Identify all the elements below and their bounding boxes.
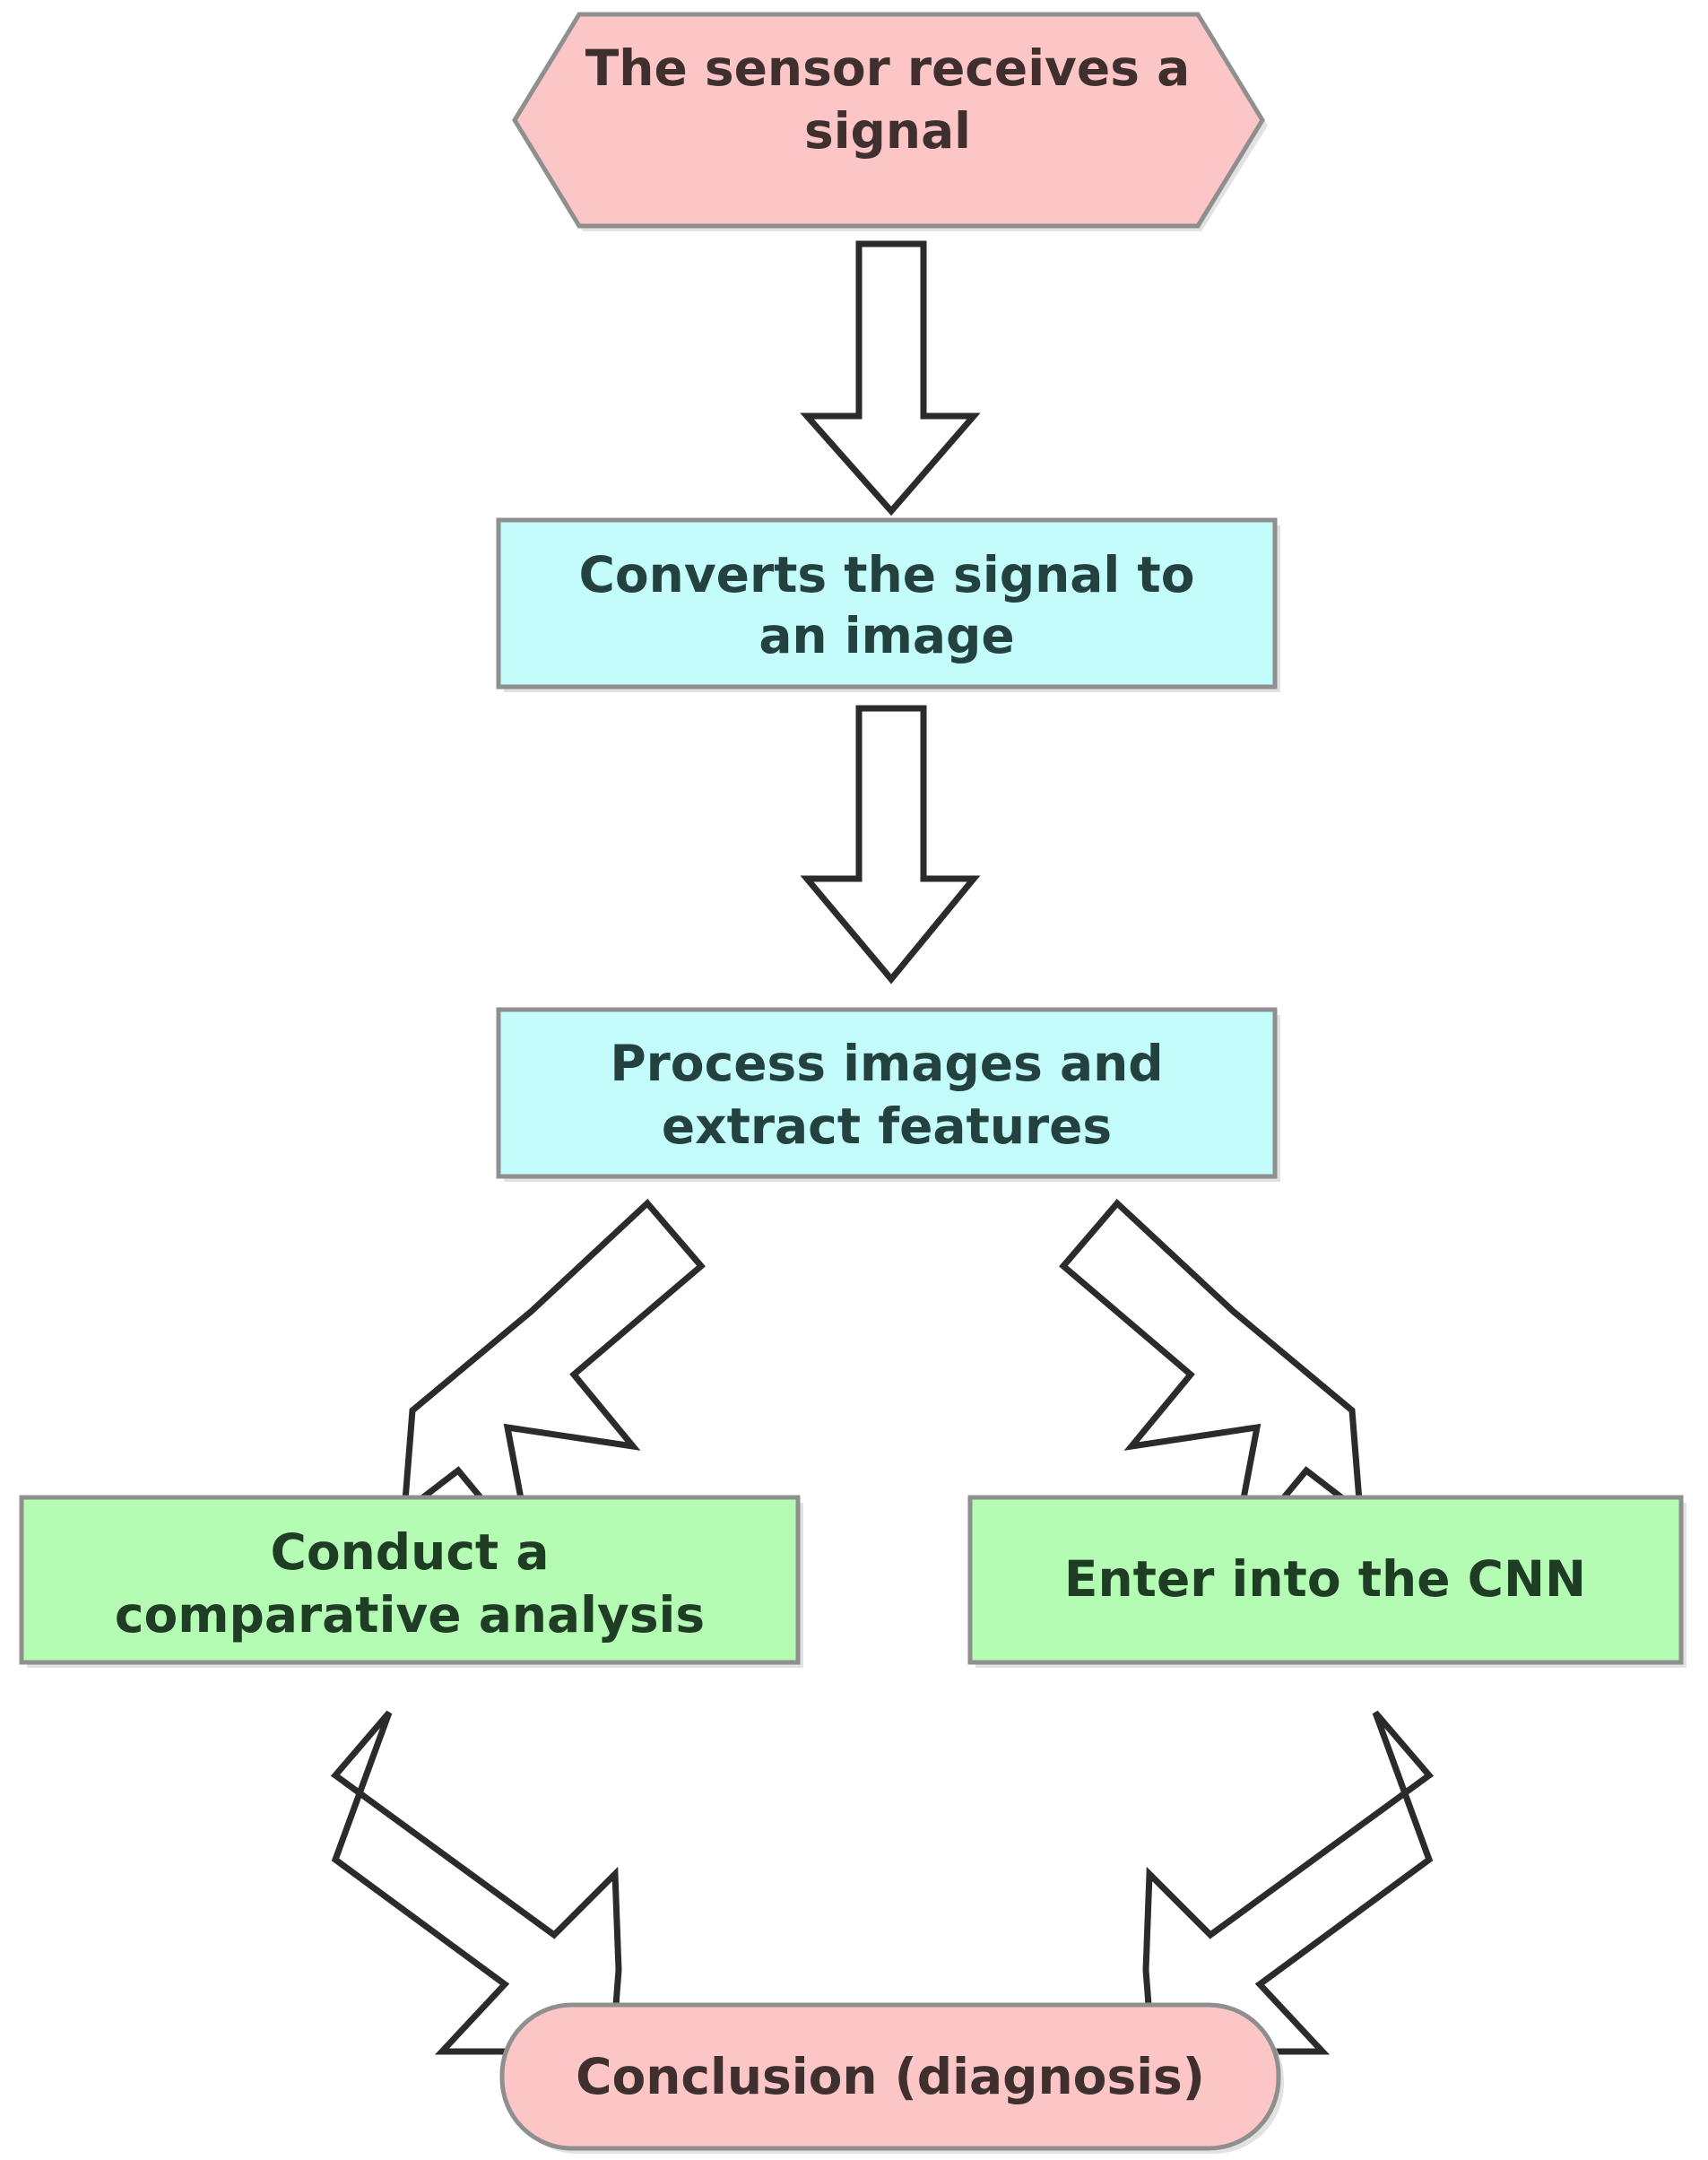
down-arrow-icon [800, 240, 981, 516]
diagonal-arrow-down-right-icon [330, 1710, 622, 2055]
enter-cnn-label-line1: Enter into the CNN [1064, 1550, 1586, 1608]
edge-comparative-to-conclusion [330, 1710, 622, 2055]
node-comparative-analysis[interactable]: Conduct a comparative analysis [19, 1495, 803, 1668]
node-sensor-signal[interactable]: The sensor receives a signal [512, 12, 1268, 231]
comparative-analysis-shape [19, 1495, 801, 1665]
conclusion-shape [499, 2002, 1281, 2151]
process-images-label-line1: Process images and [610, 1035, 1163, 1092]
convert-signal-shape [496, 517, 1278, 690]
edge-cnn-to-conclusion [1142, 1710, 1435, 2055]
node-enter-cnn[interactable]: Enter into the CNN [967, 1495, 1686, 1668]
conclusion-label-line1: Conclusion (diagnosis) [576, 2048, 1205, 2105]
sensor-signal-label-line2: signal [804, 102, 971, 160]
down-arrow-icon [800, 705, 981, 985]
edge-sensor-to-convert [800, 240, 981, 516]
diagonal-arrow-down-left-icon [1142, 1710, 1435, 2055]
convert-signal-label-line1: Converts the signal to [579, 546, 1195, 603]
node-convert-signal[interactable]: Converts the signal to an image [496, 517, 1280, 692]
enter-cnn-shape [967, 1495, 1684, 1665]
comparative-analysis-label-line2: comparative analysis [115, 1586, 705, 1644]
sensor-signal-shape [512, 12, 1265, 229]
process-images-shape [496, 1007, 1278, 1179]
process-images-label-line2: extract features [662, 1097, 1112, 1155]
edge-convert-to-process [800, 705, 981, 985]
node-process-images[interactable]: Process images and extract features [496, 1007, 1280, 1182]
sensor-signal-label-line1: The sensor receives a [585, 39, 1190, 97]
node-conclusion[interactable]: Conclusion (diagnosis) [499, 2002, 1284, 2154]
convert-signal-label-line2: an image [759, 607, 1014, 664]
comparative-analysis-label-line1: Conduct a [271, 1523, 550, 1581]
